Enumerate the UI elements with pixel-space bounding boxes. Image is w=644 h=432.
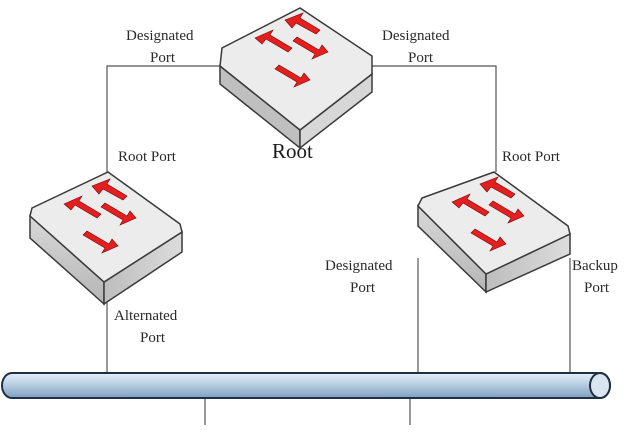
root-label: Root	[272, 139, 313, 163]
link-root-to-right	[372, 65, 497, 172]
svg-text:Backup: Backup	[572, 258, 618, 274]
label-backup-port: Backup Port	[572, 258, 618, 296]
svg-text:Designated: Designated	[382, 28, 450, 44]
svg-text:Port: Port	[150, 50, 176, 66]
link-lines	[106, 65, 571, 425]
svg-text:Port: Port	[408, 50, 434, 66]
label-right-designated-port: Designated Port	[325, 258, 393, 296]
left-switch	[29, 171, 183, 306]
label-right-root-port: Root Port	[502, 149, 561, 165]
right-switch	[417, 171, 571, 294]
label-alternated-port: Alternated Port	[114, 308, 178, 346]
label-left-root-port: Root Port	[118, 149, 177, 165]
shared-bus	[1, 372, 611, 399]
svg-text:Alternated: Alternated	[114, 308, 178, 324]
svg-text:Port: Port	[140, 330, 166, 346]
root-switch	[219, 7, 373, 150]
svg-text:Designated: Designated	[126, 28, 194, 44]
svg-text:Port: Port	[584, 280, 610, 296]
label-top-right-port: Designated Port	[382, 28, 450, 66]
link-root-to-left	[106, 65, 225, 172]
svg-text:Designated: Designated	[325, 258, 393, 274]
svg-text:Port: Port	[350, 280, 376, 296]
label-top-left-port: Designated Port	[126, 28, 194, 66]
